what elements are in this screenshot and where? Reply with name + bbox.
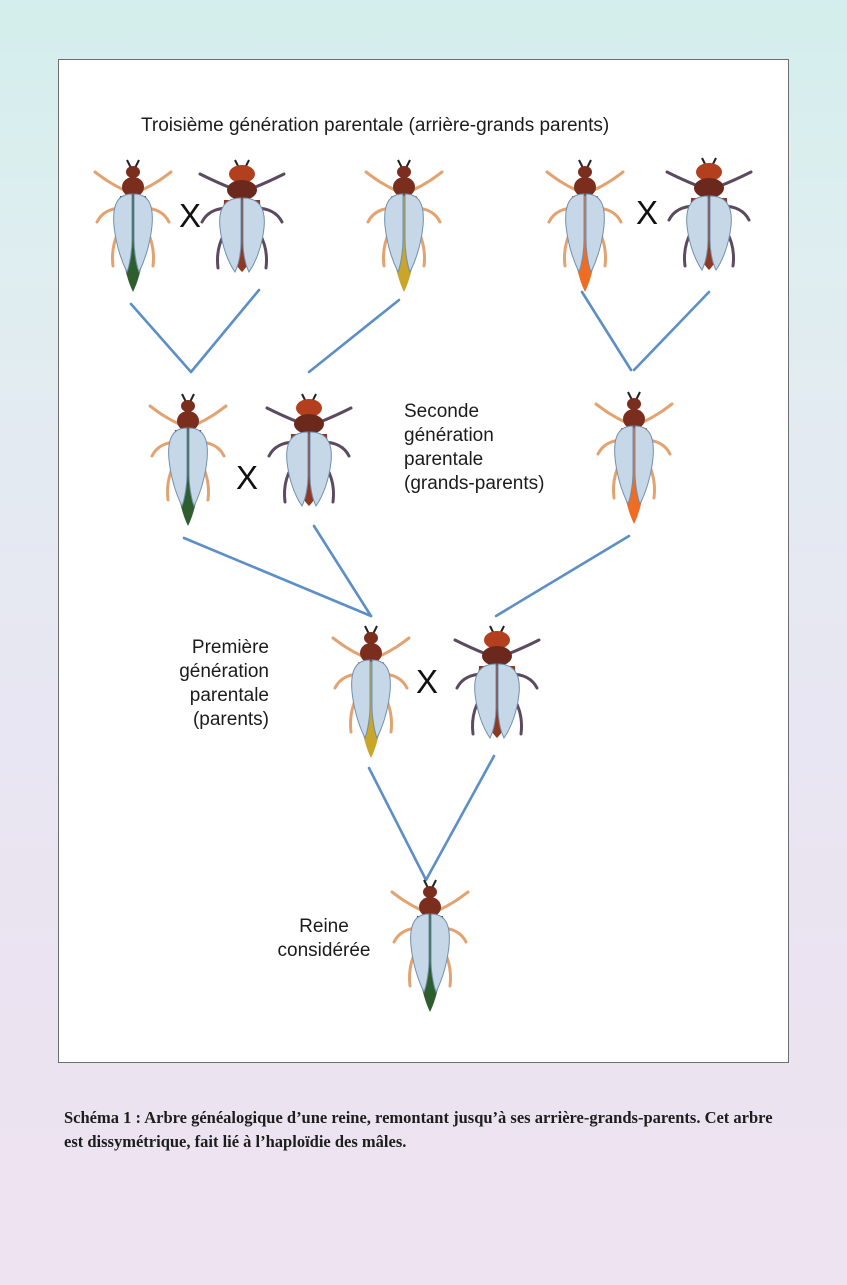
queen-bee-icon	[333, 626, 409, 758]
tree-edges	[131, 290, 709, 880]
tree-edge	[131, 304, 191, 372]
queen-bee-icon	[392, 880, 468, 1012]
tree-edge	[634, 292, 709, 370]
drone-bee-icon	[667, 158, 751, 270]
gen1-label-line: Première	[155, 636, 269, 660]
cross-symbol: X	[179, 199, 201, 232]
gen1-label-line: génération	[155, 660, 269, 684]
cross-symbol: X	[636, 196, 658, 229]
tree-edge	[184, 538, 371, 616]
gen1-label: Première génération parentale (parents)	[155, 636, 269, 732]
drone-bee-icon	[200, 160, 284, 272]
queen-bee-icon	[596, 392, 672, 524]
figure-panel: Troisième génération parentale (arrière-…	[58, 59, 789, 1063]
gen2-label-line: parentale	[404, 448, 544, 472]
queen-bee-icon	[547, 160, 623, 292]
gen2-label-line: Seconde	[404, 400, 544, 424]
drone-bee-icon	[267, 394, 351, 506]
gen1-label-line: parentale	[155, 684, 269, 708]
queen-label-line: considérée	[269, 939, 379, 963]
tree-edge	[496, 536, 629, 616]
queen-label-line: Reine	[269, 915, 379, 939]
gen2-label-line: génération	[404, 424, 544, 448]
gen2-label: Seconde génération parentale (grands-par…	[404, 400, 544, 496]
gen1-label-line: (parents)	[155, 708, 269, 732]
queen-bee-icon	[366, 160, 442, 292]
tree-edge	[582, 292, 631, 370]
queen-label: Reine considérée	[269, 915, 379, 963]
tree-edge	[191, 290, 259, 372]
tree-edge	[314, 526, 371, 616]
cross-symbol: X	[236, 461, 258, 494]
family-tree	[59, 60, 790, 1064]
gen3-label: Troisième génération parentale (arrière-…	[141, 114, 609, 138]
queen-bee-icon	[95, 160, 171, 292]
queen-bee-icon	[150, 394, 226, 526]
tree-edge	[369, 768, 426, 880]
tree-edge	[309, 300, 399, 372]
gen2-label-line: (grands-parents)	[404, 472, 544, 496]
drone-bee-icon	[455, 626, 539, 738]
figure-caption: Schéma 1 : Arbre généalogique d’une rein…	[64, 1106, 794, 1154]
tree-edge	[426, 756, 494, 880]
bee-icons	[95, 158, 751, 1012]
cross-symbol: X	[416, 665, 438, 698]
